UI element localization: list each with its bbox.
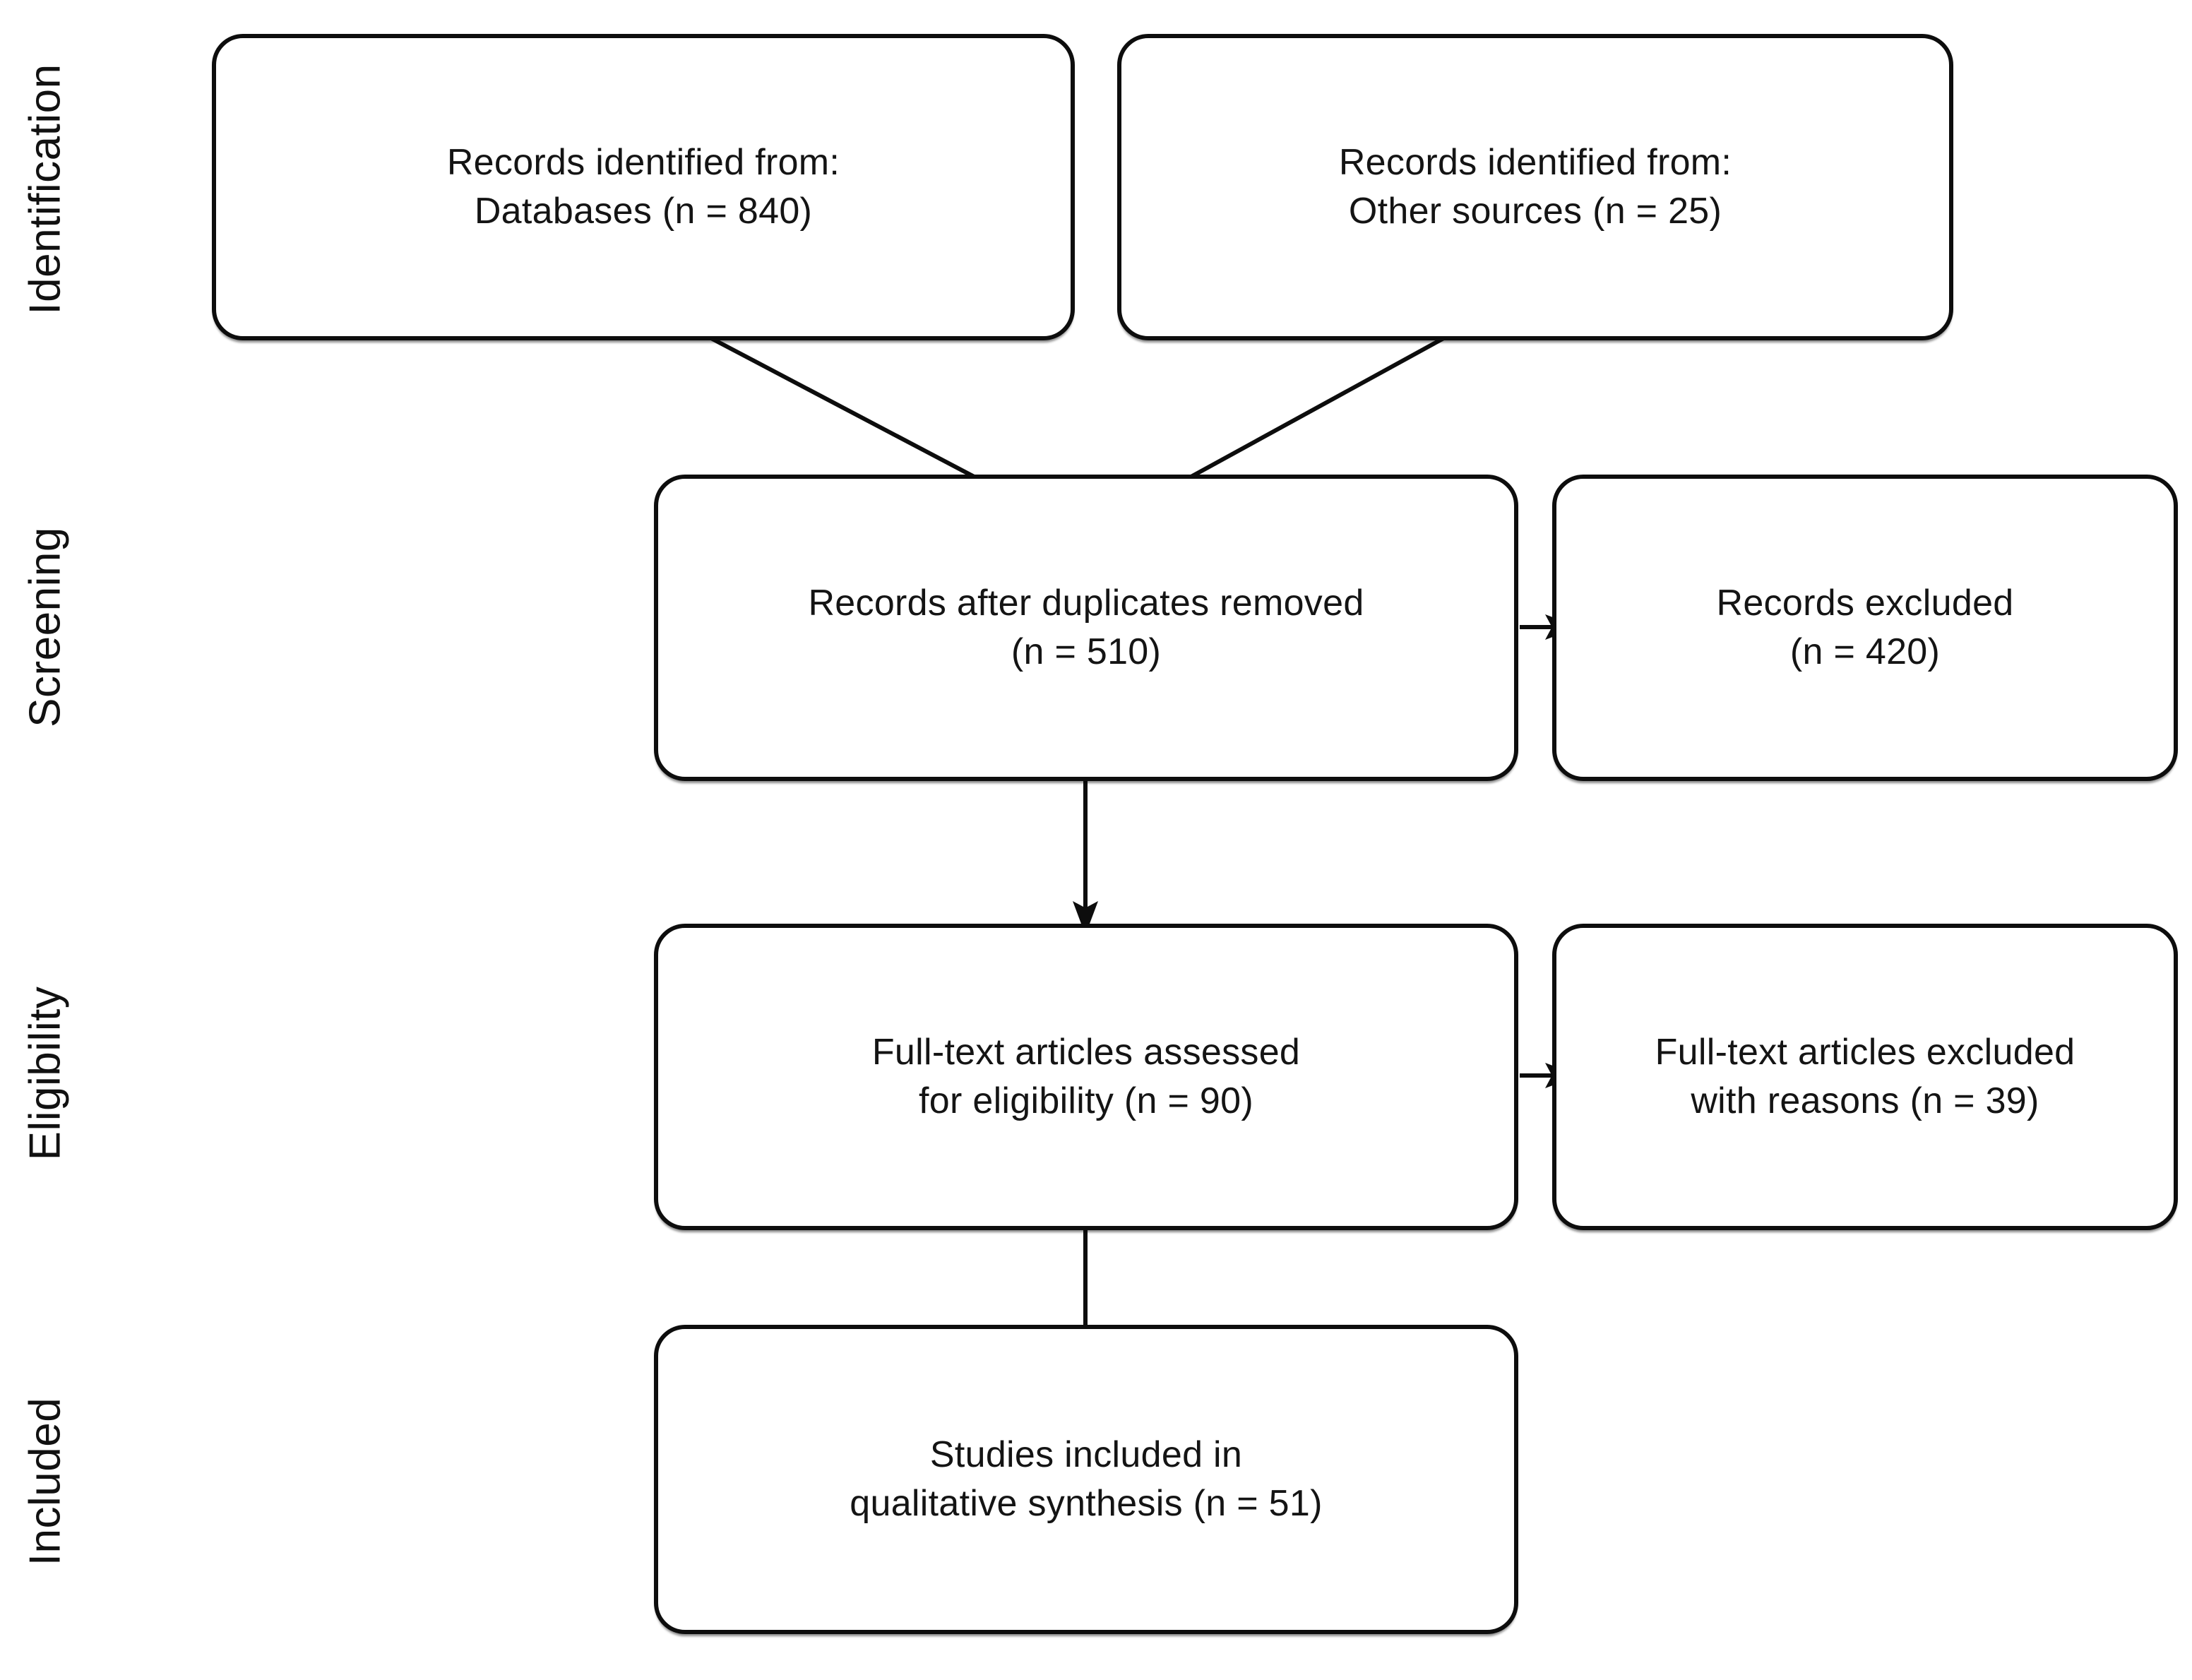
stage-label-eligibility: Eligibility bbox=[20, 986, 70, 1161]
box-text-line: qualitative synthesis (n = 51) bbox=[850, 1483, 1323, 1524]
box-records-identified-databases: Records identified from: Databases (n = … bbox=[212, 34, 1075, 340]
box-text-line: Records identified from: bbox=[1338, 141, 1732, 183]
box-text-line: (n = 420) bbox=[1789, 631, 1941, 672]
stage-label-screening: Screening bbox=[20, 527, 70, 727]
box-text-line: Full-text articles assessed bbox=[871, 1031, 1301, 1073]
box-text-line: (n = 510) bbox=[1011, 631, 1162, 672]
box-records-after-duplicates-removed: Records after duplicates removed (n = 51… bbox=[654, 475, 1518, 781]
box-fulltext-articles-excluded: Full-text articles excluded with reasons… bbox=[1552, 924, 2178, 1230]
box-text-line: Records after duplicates removed bbox=[808, 582, 1364, 624]
box-fulltext-articles-assessed: Full-text articles assessed for eligibil… bbox=[654, 924, 1518, 1230]
box-text-line: with reasons (n = 39) bbox=[1691, 1080, 2039, 1121]
stage-label-included: Included bbox=[20, 1397, 70, 1566]
stage-label-identification: Identification bbox=[20, 64, 70, 315]
box-text-line: Studies included in bbox=[929, 1434, 1243, 1475]
box-text-line: Records identified from: bbox=[446, 141, 840, 183]
box-text-line: Databases (n = 840) bbox=[474, 191, 813, 232]
box-text-line: Full-text articles excluded bbox=[1655, 1031, 2075, 1073]
box-records-excluded: Records excluded (n = 420) bbox=[1552, 475, 2178, 781]
box-text-line: for eligibility (n = 90) bbox=[919, 1080, 1253, 1121]
box-studies-included-qualitative: Studies included in qualitative synthesi… bbox=[654, 1325, 1518, 1634]
box-records-identified-other-sources: Records identified from: Other sources (… bbox=[1117, 34, 1953, 340]
box-text-line: Other sources (n = 25) bbox=[1348, 191, 1722, 232]
box-text-line: Records excluded bbox=[1716, 582, 2014, 624]
